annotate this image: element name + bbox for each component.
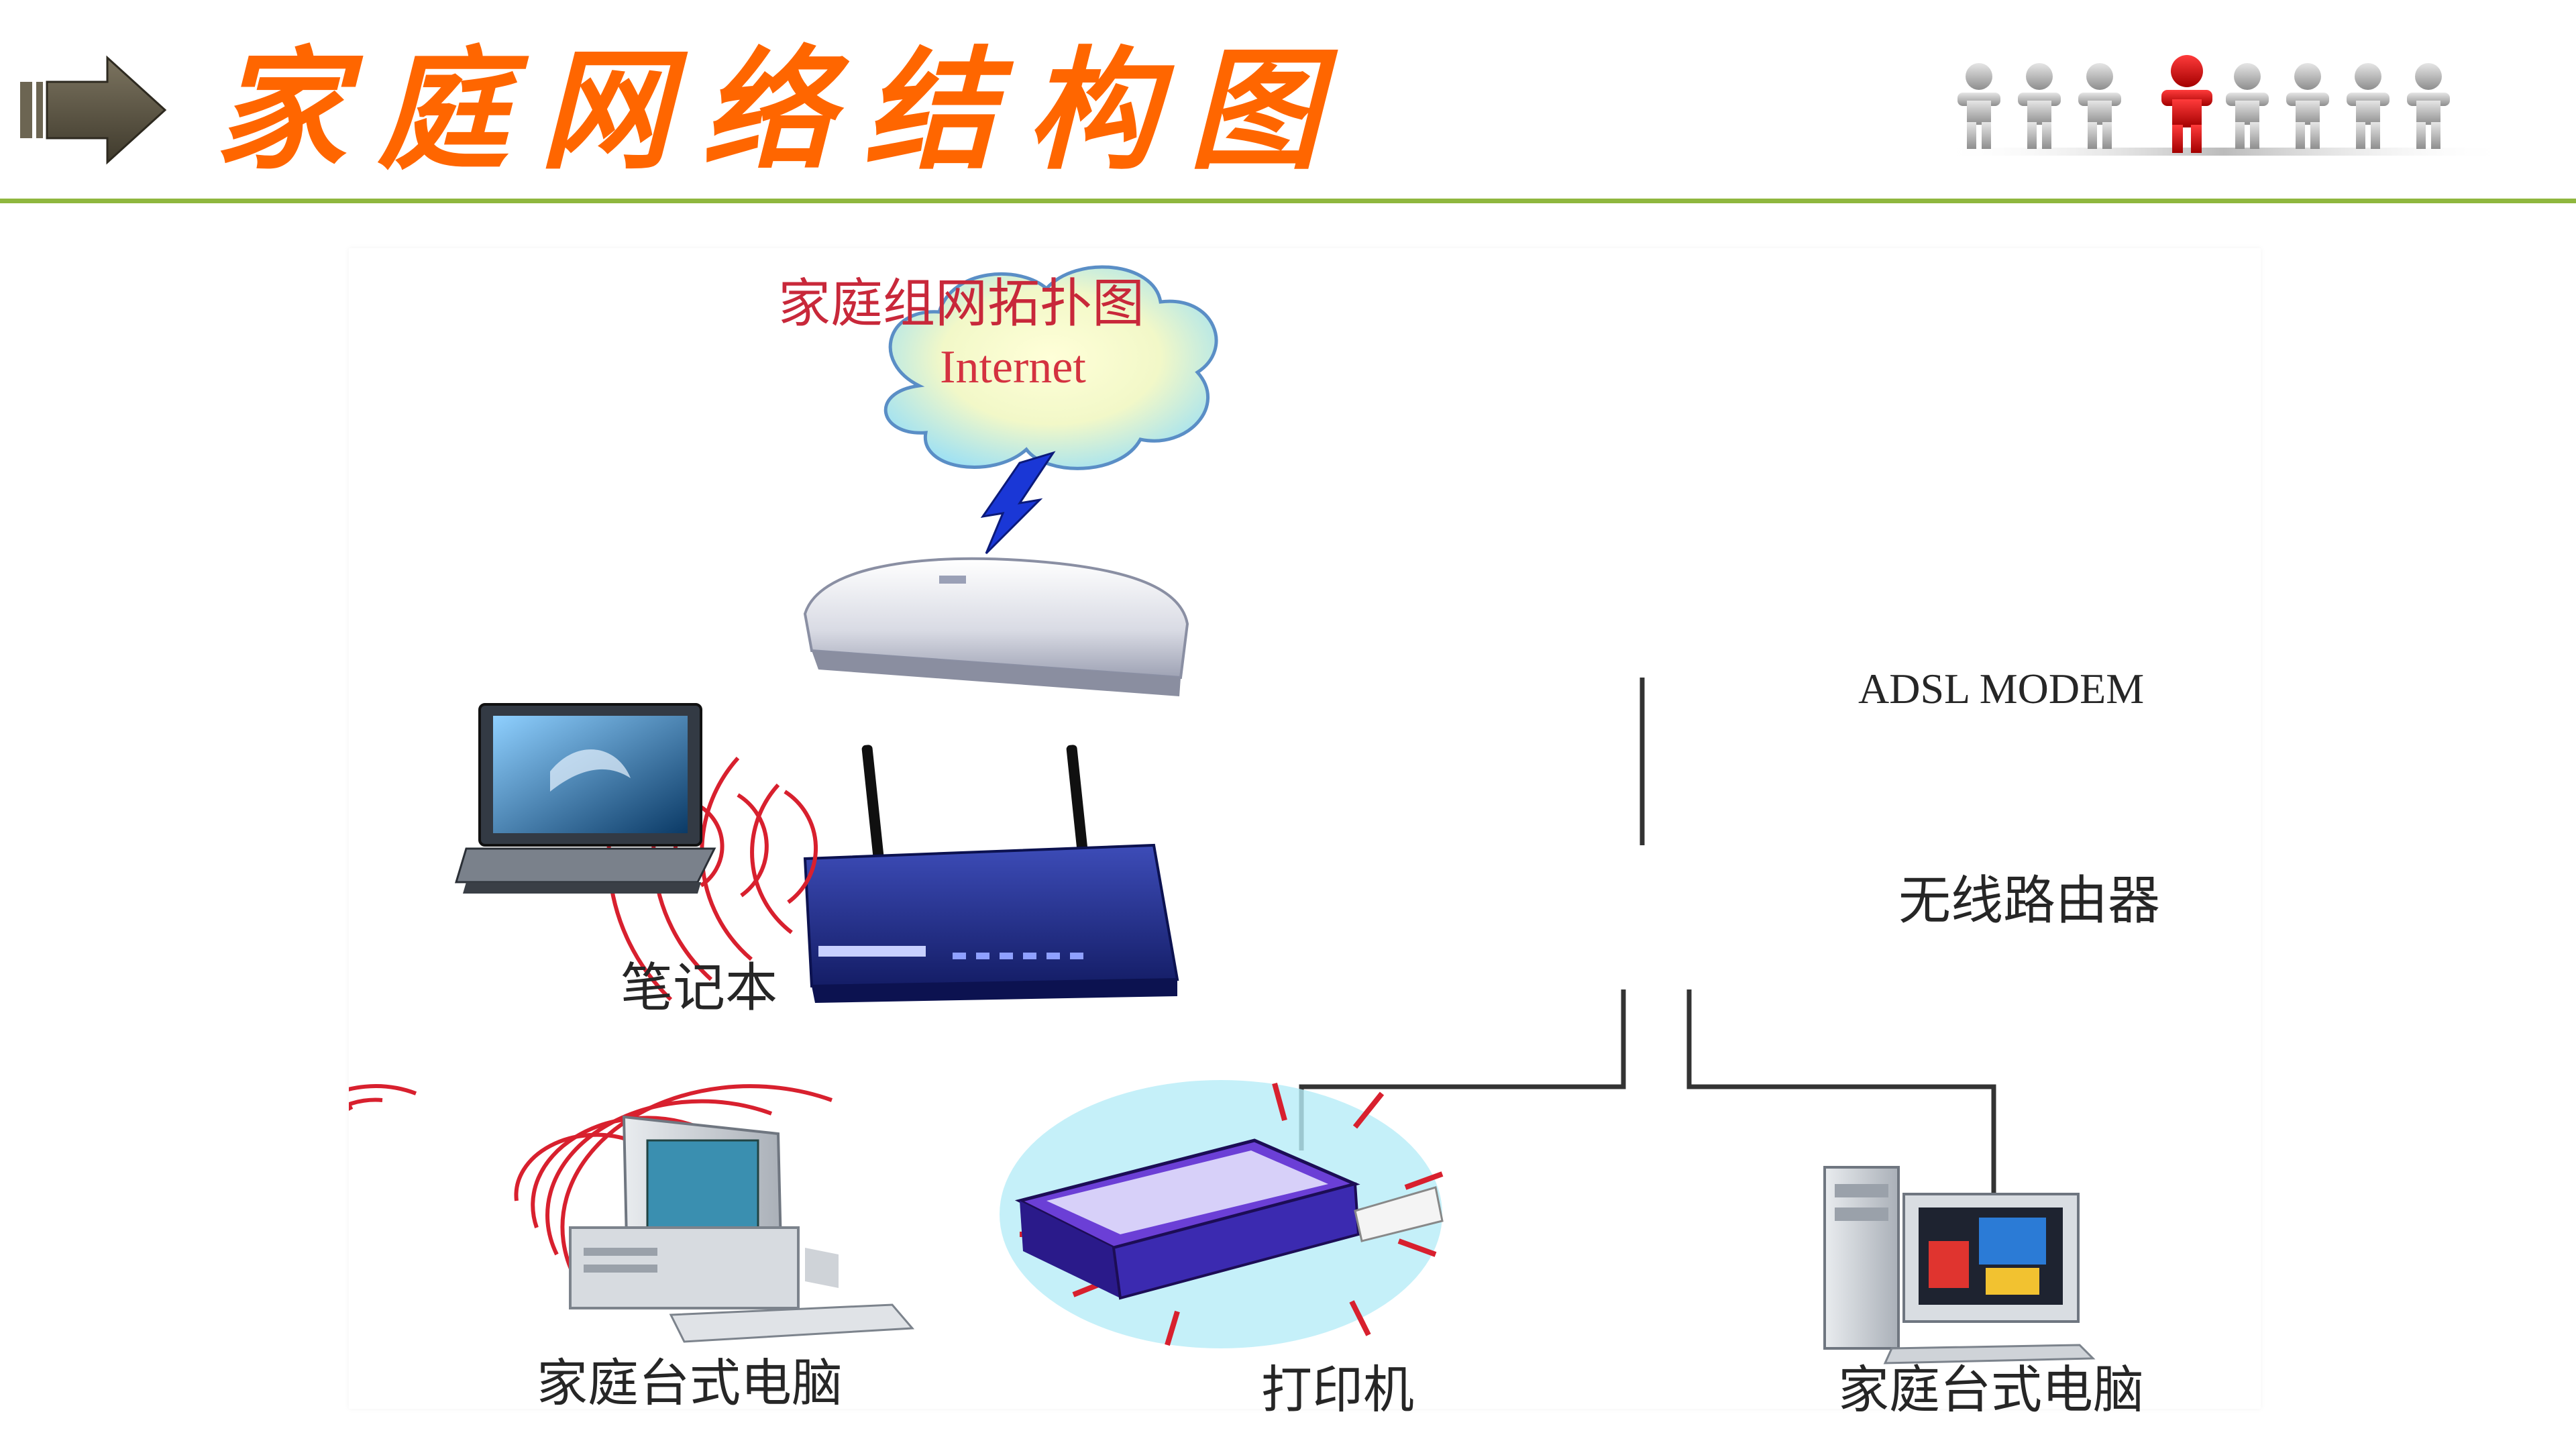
desktop-computer-left-icon: [569, 1115, 915, 1343]
desktop-computer-right-label: 家庭台式电脑: [1838, 1360, 2144, 1419]
wireless-router-label: 无线路由器: [1898, 871, 2161, 931]
connection-lines: [1299, 678, 1996, 1201]
laptop-label: 笔记本: [621, 958, 778, 1018]
slide-title: 家庭网络结构图: [215, 34, 1352, 188]
internet-cloud-icon: [883, 265, 1218, 470]
internet-label: Internet: [940, 341, 1086, 393]
people-team-logo: [1939, 55, 2509, 156]
lightning-bolt-icon: [980, 451, 1056, 555]
adsl-modem-icon: [803, 557, 1189, 696]
desktop-computer-left-label: 家庭台式电脑: [537, 1353, 843, 1413]
adsl-modem-label: ADSL MODEM: [1858, 665, 2145, 712]
wireless-router-icon: [803, 745, 1179, 1003]
header-divider: [0, 199, 2576, 203]
topology-diagram-title: 家庭组网拓扑图: [778, 274, 1145, 334]
right-arrow-icon: [20, 55, 167, 165]
desktop-wireless-waves-icon: [514, 1084, 833, 1283]
printer-label: 打印机: [1261, 1360, 1414, 1419]
desktop-computer-right-icon: [1823, 1166, 2096, 1364]
network-topology-diagram: 家庭组网拓扑图 Internet ADSL MODEM 无线路由器 笔记本 家庭…: [349, 248, 2261, 1419]
printer-icon: [1000, 1080, 1444, 1348]
laptop-icon: [454, 703, 716, 894]
